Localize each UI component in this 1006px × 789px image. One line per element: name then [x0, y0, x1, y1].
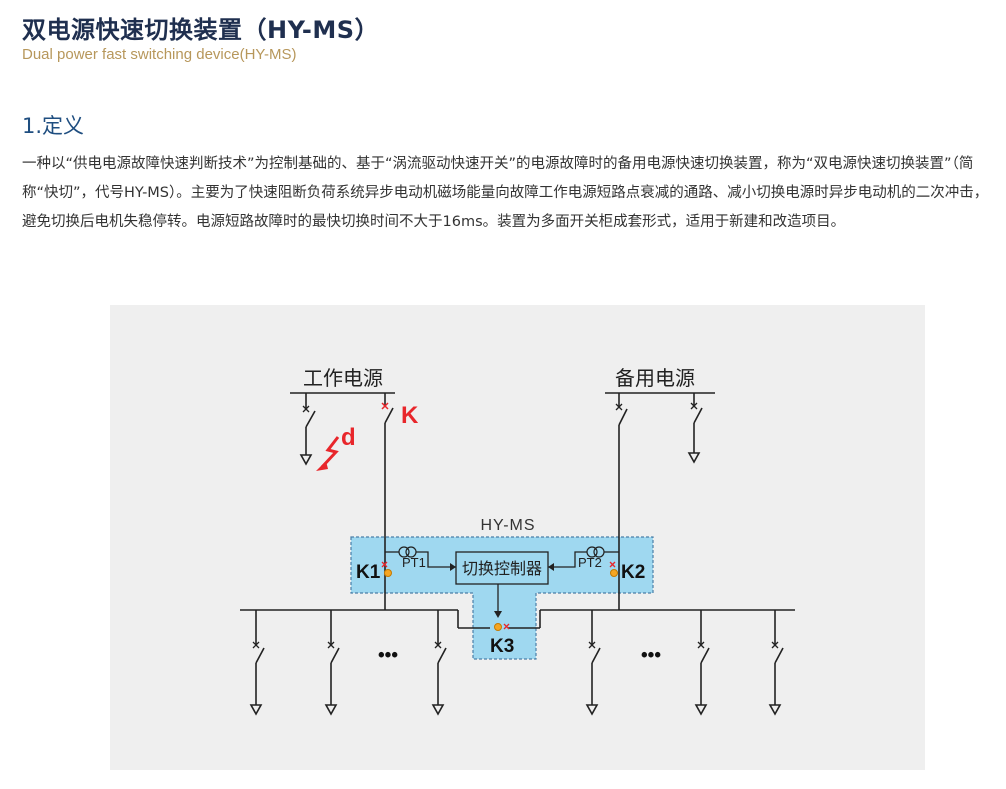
- backup-source-label: 备用电源: [615, 366, 695, 390]
- feeder-left-3: [432, 610, 447, 715]
- feeder-ellipsis-left: •••: [378, 645, 398, 666]
- pt1-label: PT1: [402, 555, 426, 570]
- pt1-transformer: PT1: [385, 546, 456, 571]
- page-subtitle: Dual power fast switching device(HY-MS): [22, 46, 297, 63]
- controller-box: [455, 551, 549, 585]
- backup-source-main-line: [615, 393, 628, 610]
- hy-ms-label: HY-MS: [480, 517, 535, 534]
- controller-label: 切换控制器: [462, 559, 542, 578]
- feeder-left-2: [325, 610, 340, 715]
- k1-label: K1: [356, 562, 381, 583]
- fault-k-label: K: [401, 402, 419, 429]
- definition-paragraph: 一种以“供电电源故障快速判断技术”为控制基础的、基于“涡流驱动快速开关”的电源故…: [22, 156, 989, 230]
- pt2-label: PT2: [578, 555, 602, 570]
- work-source-main-line: K: [381, 393, 419, 610]
- page-title: 双电源快速切换装置（HY-MS）: [22, 16, 380, 44]
- feeder-right-2: [695, 610, 710, 715]
- k3-breaker: K3: [458, 623, 540, 657]
- work-source-label: 工作电源: [303, 366, 383, 390]
- wiring-diagram-svg: 工作电源 备用电源 d K: [240, 366, 795, 715]
- k2-breaker: K2: [609, 561, 645, 583]
- wiring-diagram: 工作电源 备用电源 d K: [110, 305, 925, 770]
- fault-d-label: d: [341, 424, 356, 451]
- feeder-ellipsis-right: •••: [641, 645, 661, 666]
- work-source-branch-left: [300, 393, 316, 465]
- k2-label: K2: [621, 562, 645, 583]
- pt2-transformer: PT2: [548, 546, 619, 571]
- section-heading: 1.定义: [22, 114, 85, 138]
- feeder-right-3: [769, 610, 784, 715]
- k3-label: K3: [490, 636, 514, 657]
- backup-source-branch-right: [688, 393, 703, 463]
- fault-d-arrow: d: [316, 424, 356, 471]
- k1-breaker: K1: [356, 561, 392, 583]
- hy-ms-device-area: [350, 536, 654, 660]
- feeder-left-1: [250, 610, 265, 715]
- feeder-right-1: [586, 610, 601, 715]
